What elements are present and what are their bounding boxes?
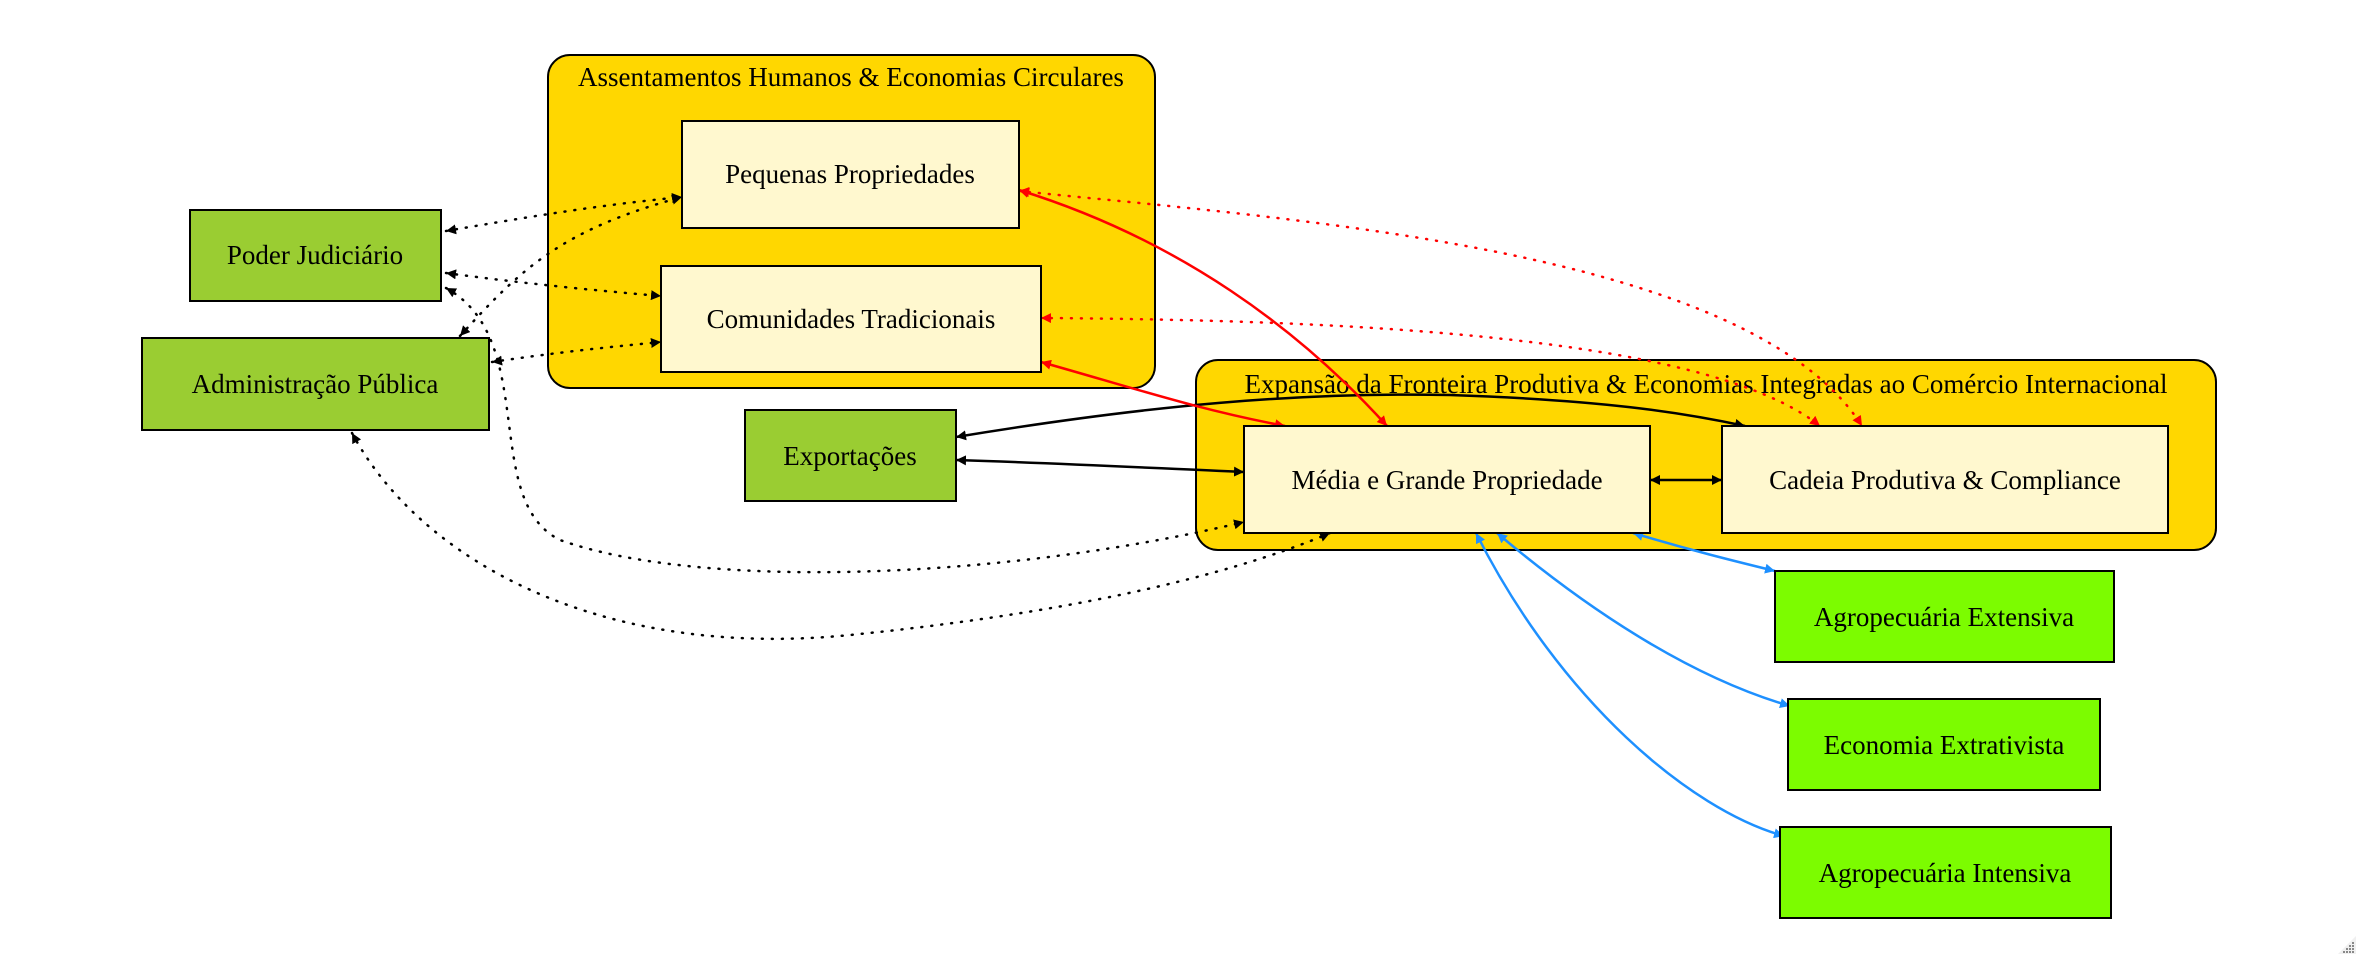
node-cadeia-label: Cadeia Produtiva & Compliance [1769,465,2121,495]
node-extrativista-label: Economia Extrativista [1824,730,2065,760]
edge-media-extrativista[interactable] [1496,532,1791,709]
node-administracao-label: Administração Pública [192,369,439,399]
edge-administracao-pequenas[interactable] [458,194,684,338]
edge-pequenas-cadeia[interactable] [1017,187,1864,428]
node-exportacoes-label: Exportações [783,441,916,471]
node-administracao[interactable]: Administração Pública [141,337,490,431]
resize-grip-icon[interactable] [2332,930,2356,954]
node-pequenas-label: Pequenas Propriedades [725,159,975,189]
node-extrativista[interactable]: Economia Extrativista [1787,698,2101,791]
node-agro-ext[interactable]: Agropecuária Extensiva [1774,570,2115,663]
node-cadeia[interactable]: Cadeia Produtiva & Compliance [1721,425,2169,534]
node-media-label: Média e Grande Propriedade [1291,465,1602,495]
edge-judiciario-media[interactable] [444,286,1246,574]
node-comunidades[interactable]: Comunidades Tradicionais [660,265,1042,373]
edge-exportacoes-media[interactable] [955,455,1245,477]
edge-comunidades-cadeia[interactable] [1039,313,1822,428]
node-agro-ext-label: Agropecuária Extensiva [1814,602,2074,632]
node-comunidades-label: Comunidades Tradicionais [707,304,996,334]
edges-layer [350,187,1864,839]
node-agro-int[interactable]: Agropecuária Intensiva [1779,826,2112,919]
node-pequenas[interactable]: Pequenas Propriedades [681,120,1020,229]
node-judiciario[interactable]: Poder Judiciário [189,209,442,302]
node-media[interactable]: Média e Grande Propriedade [1243,425,1651,534]
cluster-assentamentos-label: Assentamentos Humanos & Economias Circul… [578,62,1124,92]
edge-media-agro-int[interactable] [1474,532,1785,839]
node-agro-int-label: Agropecuária Intensiva [1819,858,2072,888]
node-exportacoes[interactable]: Exportações [744,409,957,502]
node-judiciario-label: Poder Judiciário [227,240,403,270]
